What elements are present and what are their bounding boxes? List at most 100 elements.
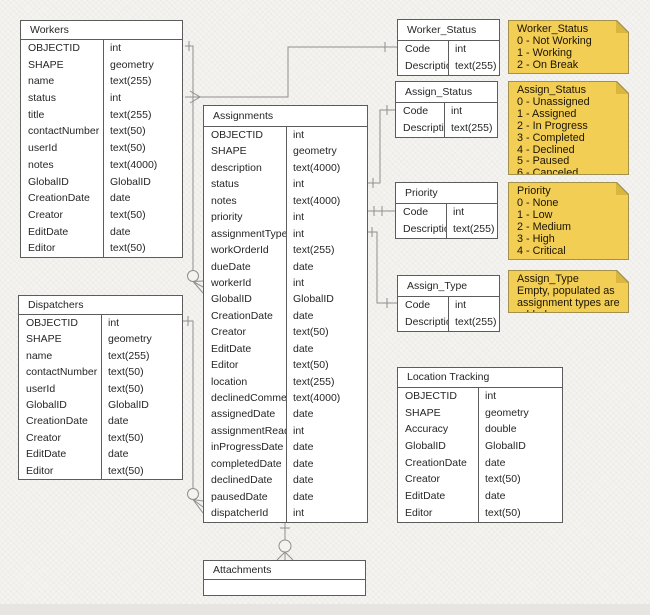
entity-table-assign-status[interactable]: Assign_StatusCodeintDescriptiontext(255) bbox=[395, 81, 498, 138]
entity-table-worker-status[interactable]: Worker_StatusCodeintDescriptiontext(255) bbox=[397, 19, 500, 76]
field-type: text(255) bbox=[451, 122, 493, 134]
field-name: Description bbox=[405, 60, 448, 72]
table-body bbox=[204, 580, 365, 595]
table-title: Location Tracking bbox=[398, 368, 562, 388]
table-row: declinedCommenttext(4000) bbox=[204, 390, 367, 406]
canvas-bottom-edge bbox=[0, 604, 650, 615]
connector-assignments-attachments bbox=[276, 520, 294, 561]
field-type: text(50) bbox=[108, 464, 144, 477]
field-type: date bbox=[293, 408, 314, 421]
field-name: contactNumber bbox=[28, 125, 100, 138]
note-title: Assign_Status bbox=[517, 84, 587, 96]
field-name: Code bbox=[403, 206, 429, 218]
note-title: Priority bbox=[517, 185, 551, 197]
table-title: Assign_Type bbox=[398, 276, 499, 297]
entity-table-priority[interactable]: PriorityCodeintDescriptiontext(255) bbox=[395, 182, 498, 239]
field-type: text(4000) bbox=[293, 194, 341, 207]
field-name: status bbox=[211, 178, 240, 191]
field-type: text(50) bbox=[485, 506, 521, 519]
field-name: GlobalID bbox=[28, 175, 69, 188]
note-line: Empty, populated as bbox=[517, 284, 615, 297]
field-name: EditDate bbox=[211, 342, 252, 355]
field-type: double bbox=[485, 423, 517, 436]
field-name: CreationDate bbox=[211, 309, 273, 322]
field-name: EditDate bbox=[405, 490, 446, 503]
note-line: 3 - Completed bbox=[517, 131, 585, 144]
field-name: SHAPE bbox=[405, 406, 441, 419]
field-type: geometry bbox=[485, 406, 529, 419]
zero-circle bbox=[278, 539, 292, 553]
field-type: date bbox=[293, 342, 314, 355]
field-type: date bbox=[485, 456, 506, 469]
field-type: geometry bbox=[108, 333, 152, 346]
field-type: text(255) bbox=[293, 244, 335, 257]
table-row: Editor text(50) bbox=[19, 463, 182, 479]
table-body: Code intDescription text(255) bbox=[396, 204, 497, 238]
field-name: inProgressDate bbox=[211, 441, 284, 454]
field-name: workerId bbox=[211, 276, 252, 289]
field-name: Code bbox=[405, 299, 431, 311]
field-name: Editor bbox=[26, 464, 54, 477]
field-type: date bbox=[293, 490, 314, 503]
note-line: 3 - High bbox=[517, 232, 555, 245]
field-name: OBJECTID bbox=[26, 317, 78, 329]
table-row: SHAPE geometry bbox=[398, 405, 562, 422]
field-name: location bbox=[211, 375, 248, 388]
field-type: text(4000) bbox=[293, 392, 341, 404]
field-name: userId bbox=[28, 142, 58, 155]
table-title: Assign_Status bbox=[396, 82, 497, 103]
connector-assignments-priority bbox=[368, 206, 395, 216]
table-row: EditDate date bbox=[398, 488, 562, 505]
entity-table-attachments[interactable]: Attachments bbox=[203, 560, 366, 596]
field-type: date bbox=[485, 490, 506, 503]
table-row: Description text(255) bbox=[396, 221, 497, 238]
field-name: Description bbox=[403, 223, 446, 235]
field-type: text(4000) bbox=[293, 161, 341, 174]
field-type: int bbox=[485, 390, 497, 402]
field-name: SHAPE bbox=[28, 58, 64, 71]
field-type: text(50) bbox=[110, 242, 146, 255]
zero-circle bbox=[187, 270, 199, 282]
connector-assignments-assignstatus bbox=[368, 105, 395, 188]
table-title: Assignments bbox=[204, 106, 367, 127]
field-type: int bbox=[453, 206, 465, 218]
note-line: 1 - Assigned bbox=[517, 107, 577, 120]
field-name: assignmentRead bbox=[211, 424, 286, 437]
table-row: Descriptiontext(255) bbox=[398, 58, 499, 75]
field-type: text(255) bbox=[453, 223, 495, 235]
field-type: text(50) bbox=[110, 208, 146, 221]
field-type: GlobalID bbox=[485, 440, 526, 453]
entity-table-assign-type[interactable]: Assign_TypeCodeintDescriptiontext(255) bbox=[397, 275, 500, 332]
field-type: date bbox=[108, 415, 129, 428]
